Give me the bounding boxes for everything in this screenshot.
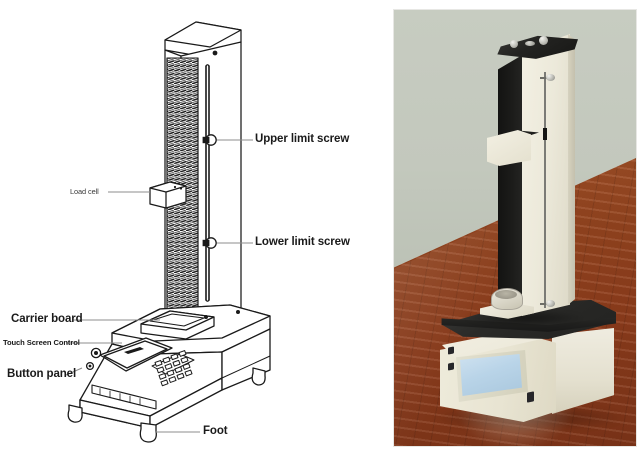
photo-cap-knob-center[interactable] — [525, 41, 535, 46]
label-button-panel: Button panel — [7, 368, 77, 380]
column-group — [164, 21, 242, 326]
keypad-key[interactable] — [158, 372, 167, 380]
photo-touch-screen[interactable] — [460, 354, 522, 396]
photograph-panel — [393, 9, 637, 447]
keypad-key[interactable] — [166, 369, 175, 377]
photo-cap-knob-1[interactable] — [510, 40, 518, 48]
leader-button-panel — [65, 367, 83, 376]
keypad-key[interactable] — [182, 363, 191, 370]
keypad-key[interactable] — [180, 356, 189, 364]
photo-side-button-1[interactable] — [448, 346, 454, 355]
keypad-key[interactable] — [184, 369, 193, 377]
keypad-key[interactable] — [162, 356, 171, 364]
label-load-cell: Load cell — [70, 187, 99, 196]
load-cell-assembly — [149, 181, 187, 209]
keypad-key[interactable] — [176, 372, 185, 380]
photo-guide-rod-marker — [543, 128, 547, 140]
keypad-key[interactable] — [168, 376, 177, 383]
photo-column-left-face — [498, 54, 524, 310]
limit-slot-top-cap — [205, 64, 210, 67]
load-cell-screw-icon — [173, 185, 177, 189]
touch-screen-display — [103, 340, 168, 369]
limit-slot-bottom-cap — [205, 299, 210, 302]
photo-column-right-edge — [568, 34, 575, 305]
keypad-key[interactable] — [156, 366, 165, 374]
label-foot: Foot — [203, 425, 228, 437]
fastener-dot-icon — [212, 50, 218, 56]
label-lower-limit-screw: Lower limit screw — [255, 236, 350, 248]
keypad-key[interactable] — [174, 366, 183, 374]
photo-specimen-holder-bore — [495, 290, 517, 299]
leader-lines — [65, 139, 253, 433]
base-right-seam — [221, 355, 271, 379]
foot-right — [251, 367, 266, 386]
keypad-key[interactable] — [154, 359, 163, 367]
load-cell-top — [149, 181, 187, 193]
base-console-group — [67, 304, 271, 443]
keypad-key[interactable] — [178, 350, 187, 357]
control-knob-small-center-icon — [88, 364, 92, 368]
photo-side-button-3[interactable] — [527, 391, 534, 403]
photo-guide-rod — [544, 72, 546, 308]
button-strip-keys — [99, 388, 141, 406]
load-cell-screw2-icon — [179, 187, 183, 190]
keypad-key[interactable] — [172, 359, 181, 367]
foot-left — [67, 404, 83, 423]
photo-column-front-face — [522, 34, 570, 316]
label-carrier-board: Carrier board — [11, 313, 83, 325]
foot-front — [139, 422, 157, 443]
keypad-key[interactable] — [170, 353, 179, 361]
keypad-key[interactable] — [160, 379, 169, 387]
photo-upper-limit-screw-stem — [540, 77, 548, 79]
photo-lower-limit-screw[interactable] — [546, 300, 555, 307]
photo-side-button-2[interactable] — [448, 362, 454, 371]
schematic-panel: Upper limit screw Lower limit screw Load… — [3, 21, 350, 443]
keypad[interactable] — [151, 350, 195, 387]
photo-cap-knob-2[interactable] — [539, 36, 548, 45]
photo-upper-limit-screw[interactable] — [546, 74, 555, 81]
label-upper-limit-screw: Upper limit screw — [255, 133, 350, 145]
label-touch-screen-control: Touch Screen Control — [3, 338, 80, 347]
touch-screen-titlebar — [124, 347, 144, 354]
deck-bolt-icon — [204, 315, 208, 319]
upper-limit-screw[interactable] — [202, 134, 217, 146]
control-knob-large-center-icon — [94, 351, 98, 355]
lower-limit-screw[interactable] — [202, 237, 217, 249]
lower-limit-screw-shank — [202, 239, 210, 247]
schematic-drawing — [65, 21, 271, 443]
deck-bolt2-icon — [236, 310, 240, 314]
carrier-board-inner — [149, 313, 205, 327]
upper-limit-screw-shank — [202, 136, 210, 144]
photo-lower-limit-screw-stem — [540, 303, 548, 305]
column-top-face — [164, 21, 242, 48]
keypad-key[interactable] — [164, 363, 173, 370]
